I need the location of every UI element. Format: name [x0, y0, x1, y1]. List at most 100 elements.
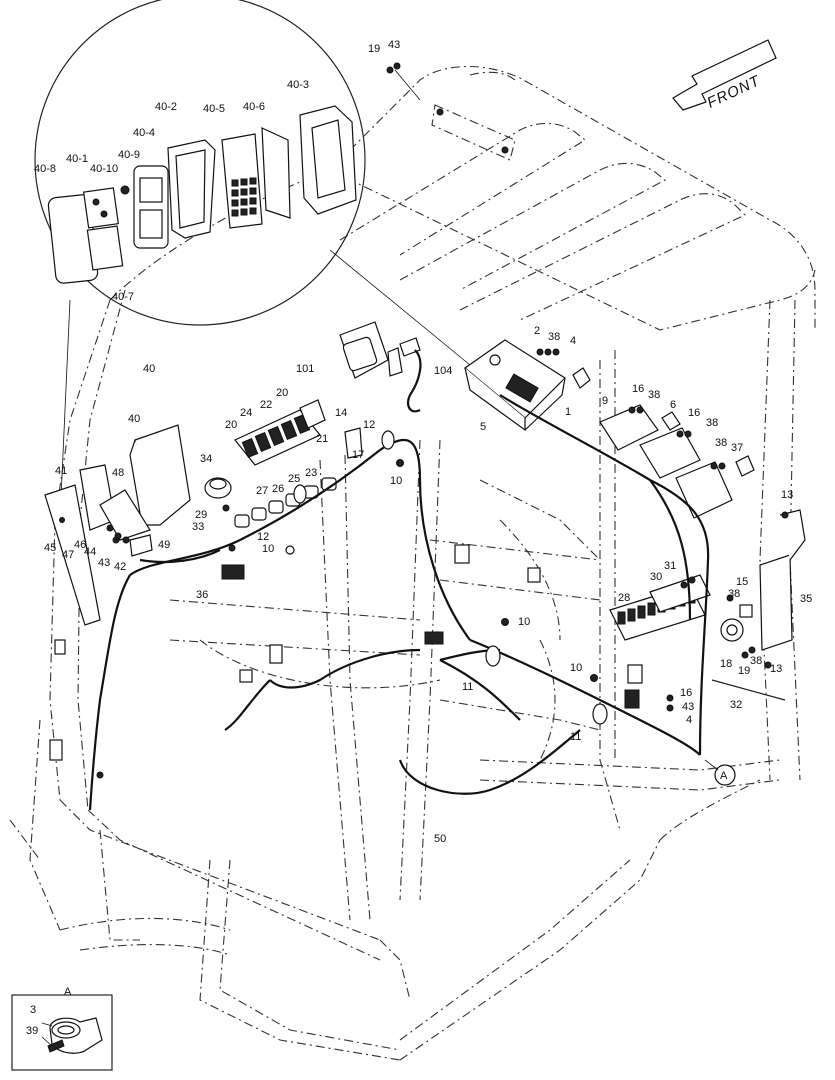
part-label-40-3: 40-3	[287, 79, 309, 91]
part-label-43-top: 43	[388, 39, 400, 51]
callout-a-label: A	[720, 770, 728, 782]
part-label-19-b: 19	[738, 665, 750, 677]
part-label-38-c: 38	[706, 417, 718, 429]
fuse-block-28	[609, 574, 711, 641]
part-label-16-b: 16	[688, 407, 700, 419]
part-label-43-a: 43	[98, 557, 110, 569]
part-label-22: 22	[260, 399, 272, 411]
part-label-31: 31	[664, 560, 676, 572]
part-label-4-a: 4	[570, 335, 576, 347]
part-label-21: 21	[316, 433, 328, 445]
part-label-48: 48	[112, 467, 124, 479]
part-label-12-a: 12	[363, 419, 375, 431]
controller-box-1	[464, 339, 566, 432]
part-label-50: 50	[434, 833, 446, 845]
part-label-1: 1	[565, 406, 571, 418]
part-label-45: 45	[44, 542, 56, 554]
part-label-38-e: 38	[728, 588, 740, 600]
part-label-35: 35	[800, 593, 812, 605]
part-label-27: 27	[256, 485, 268, 497]
switch-panel	[129, 399, 363, 580]
part-label-47: 47	[62, 549, 74, 561]
part-label-43-b: 43	[682, 701, 694, 713]
part-label-40-b: 40	[128, 413, 140, 425]
part-label-28: 28	[618, 592, 630, 604]
part-label-41: 41	[55, 465, 67, 477]
part-label-2: 2	[534, 325, 540, 337]
part-label-42: 42	[114, 561, 126, 573]
part-label-12-b: 12	[257, 531, 269, 543]
part-label-38-f: 38	[750, 655, 762, 667]
part-label-40-7: 40-7	[112, 291, 134, 303]
detail-a-box: A	[11, 986, 113, 1071]
part-label-40-5: 40-5	[203, 103, 225, 115]
part-label-38-b: 38	[648, 389, 660, 401]
callout-a: A	[704, 759, 736, 786]
part-label-13-a: 13	[781, 489, 793, 501]
part-label-40-8: 40-8	[34, 163, 56, 175]
part-label-3: 3	[30, 1004, 36, 1016]
part-label-33: 33	[192, 521, 204, 533]
part-label-26: 26	[272, 483, 284, 495]
work-light-101	[339, 321, 422, 413]
part-label-40-6: 40-6	[243, 101, 265, 113]
cab-frame	[9, 65, 816, 1061]
detail-a-title: A	[64, 986, 72, 998]
bracket-plate-35	[720, 509, 806, 651]
part-label-18: 18	[720, 658, 732, 670]
part-label-11-b: 11	[570, 731, 581, 743]
part-label-38-d: 38	[715, 437, 727, 449]
part-label-29: 29	[195, 509, 207, 521]
part-label-30: 30	[650, 571, 662, 583]
part-label-13-b: 13	[770, 663, 782, 675]
part-label-49: 49	[158, 539, 170, 551]
part-label-24: 24	[240, 407, 252, 419]
part-label-34: 34	[200, 453, 212, 465]
part-label-32: 32	[730, 699, 742, 711]
part-label-19-top: 19	[368, 43, 380, 55]
part-label-104: 104	[434, 365, 452, 377]
front-arrow: FRONT	[672, 39, 777, 112]
roof-mount-panel	[386, 62, 516, 161]
wire-harness	[49, 394, 786, 811]
part-label-46: 46	[74, 539, 86, 551]
part-label-6: 6	[670, 399, 676, 411]
connector-row	[234, 477, 337, 528]
part-label-44: 44	[84, 546, 96, 558]
part-label-16-c: 16	[680, 687, 692, 699]
relay-modules	[572, 367, 755, 519]
part-label-37: 37	[731, 442, 743, 454]
part-label-23: 23	[305, 467, 317, 479]
part-label-14: 14	[335, 407, 347, 419]
part-label-40-1: 40-1	[66, 153, 88, 165]
fasteners	[114, 348, 789, 712]
part-label-15: 15	[736, 576, 748, 588]
part-label-38-a: 38	[548, 331, 560, 343]
connector-grid	[231, 177, 257, 217]
part-label-20-b: 20	[225, 419, 237, 431]
part-label-10-a: 10	[390, 475, 402, 487]
left-bracket	[44, 464, 153, 626]
part-label-40-a: 40	[143, 363, 155, 375]
part-label-10-c: 10	[518, 616, 530, 628]
part-label-10-d: 10	[570, 662, 582, 674]
part-label-40-4: 40-4	[133, 127, 155, 139]
part-label-9: 9	[602, 395, 608, 407]
part-label-40-9: 40-9	[118, 149, 140, 161]
part-label-20-a: 20	[276, 387, 288, 399]
part-label-25: 25	[288, 473, 300, 485]
part-label-16-a: 16	[632, 383, 644, 395]
part-label-17: 17	[352, 449, 364, 461]
part-label-101: 101	[296, 363, 314, 375]
detail-circle	[34, 0, 471, 521]
part-label-4-b: 4	[686, 714, 692, 726]
part-label-39: 39	[26, 1025, 38, 1037]
part-label-5: 5	[480, 421, 486, 433]
part-label-10-b: 10	[262, 543, 274, 555]
part-label-11-a: 11	[462, 681, 473, 693]
part-label-40-2: 40-2	[155, 101, 177, 113]
part-label-40-10: 40-10	[90, 163, 118, 175]
part-label-36: 36	[196, 589, 208, 601]
